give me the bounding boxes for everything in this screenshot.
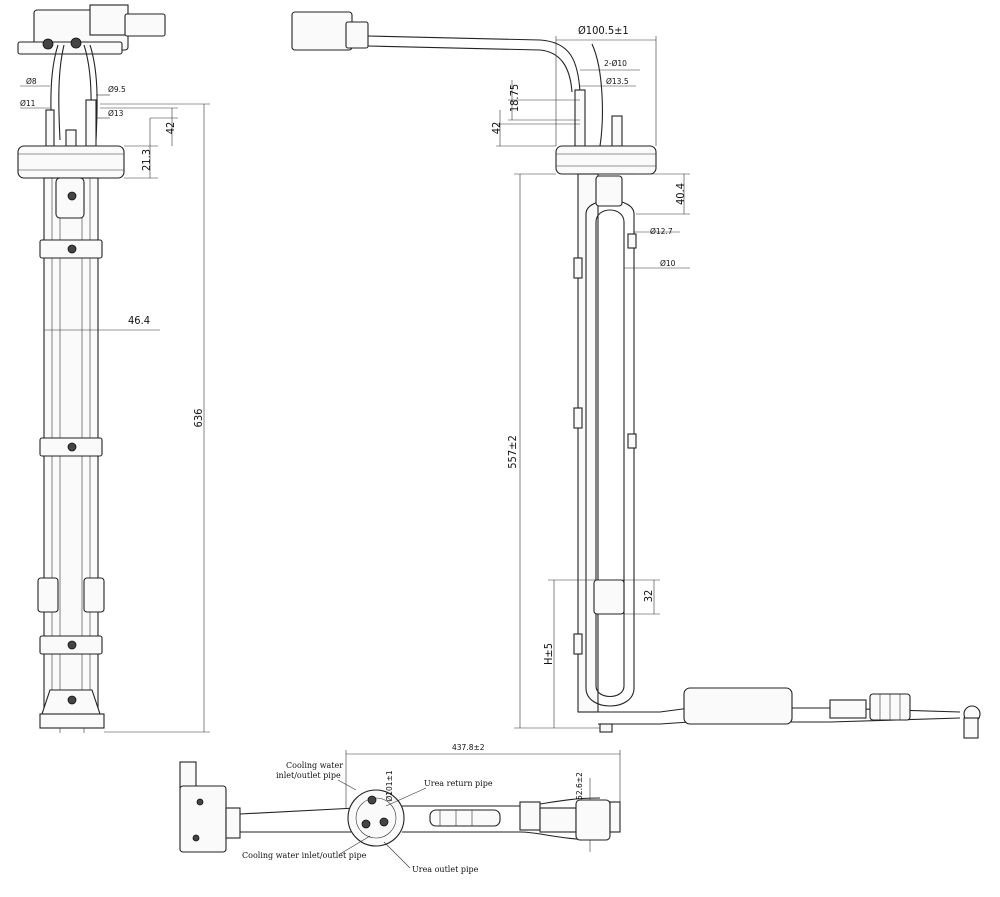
label-cooling-water-bottom: Cooling water inlet/outlet pipe [242, 851, 367, 860]
dim-d13-5: Ø13.5 [606, 77, 629, 86]
label-cooling-water-top-2: inlet/outlet pipe [276, 771, 341, 780]
dim-h557: 557±2 [506, 435, 519, 468]
dim-hH: H±5 [542, 643, 555, 665]
dim-d101: Ø101±1 [385, 770, 394, 802]
label-cooling-water-top: Cooling water [286, 761, 343, 770]
dim-h636: 636 [192, 409, 205, 428]
dim-d11: Ø11 [20, 99, 36, 108]
dim-d9-5: Ø9.5 [108, 85, 126, 94]
side-view: Ø100.5±1 2-Ø10 Ø13.5 18.75 42 40.4 Ø12.7… [291, 11, 981, 739]
dim-d12-7: Ø12.7 [650, 227, 673, 236]
front-view: Ø8 Ø11 Ø9.5 Ø13 42 21.3 46.4 636 [17, 4, 210, 733]
label-urea-return-pipe: Urea return pipe [424, 779, 493, 788]
dim-h18-75: 18.75 [508, 84, 521, 112]
dim-h32: 32 [642, 590, 655, 603]
label-urea-outlet-pipe: Urea outlet pipe [412, 865, 479, 874]
dim-h40-4: 40.4 [674, 183, 687, 205]
dim-d100-5: Ø100.5±1 [578, 24, 629, 37]
dim-side-h42: 42 [490, 122, 503, 135]
dim-d13: Ø13 [108, 109, 124, 118]
dim-h52-6: 52.6±2 [575, 772, 584, 800]
dim-d8: Ø8 [26, 77, 37, 86]
dim-d10: Ø10 [660, 259, 676, 268]
dim-w46-4: 46.4 [128, 314, 150, 327]
dim-w437-8: 437.8±2 [452, 743, 485, 752]
dim-2-d10: 2-Ø10 [604, 59, 627, 68]
dim-h42: 42 [164, 122, 177, 135]
top-view: 437.8±2 Ø101±1 52.6±2 Cooling water inle… [179, 743, 621, 874]
dim-h21-3: 21.3 [140, 149, 153, 171]
